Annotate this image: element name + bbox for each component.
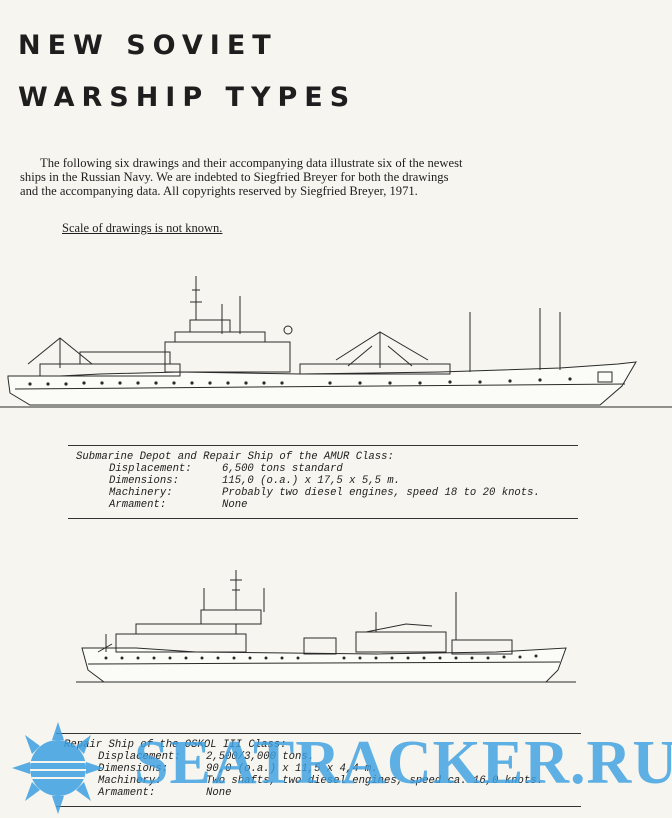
row-label: Armament: [109, 499, 167, 511]
row-value: Two shafts, two diesel engines, speed ca… [206, 775, 543, 787]
amur-data-box: Submarine Depot and Repair Ship of the A… [68, 445, 578, 519]
row-label: Machinery: [109, 487, 173, 499]
row-label: Dimensions: [109, 475, 179, 487]
row-label: Armament: [98, 787, 156, 799]
row-value: None [222, 499, 248, 511]
row-label: Machinery: [98, 775, 162, 787]
row-value: 2,500/3,000 tons. [206, 751, 315, 763]
amur-ship-drawing [0, 276, 672, 408]
page-title-line-2: WARSHIP TYPES [18, 82, 357, 113]
scale-note: Scale of drawings is not known. [62, 221, 223, 235]
row-label: Displacement: [109, 463, 192, 475]
row-value: 90,0 (o.a.) x 11,5 x 4,4 m. [206, 763, 378, 775]
watermark-text: SEATRACKER.RU [134, 729, 672, 797]
row-value: 6,500 tons standard [222, 463, 343, 475]
intro-paragraph: The following six drawings and their acc… [20, 156, 630, 198]
oskol-data-box: Repair Ship of the OSKOL III Class: Disp… [56, 733, 581, 807]
row-label: Displacement: [98, 751, 181, 763]
page-title-line-1: NEW SOVIET [18, 30, 278, 61]
ship-heading: Repair Ship of the OSKOL III Class: [64, 739, 287, 751]
row-value: Probably two diesel engines, speed 18 to… [222, 487, 540, 499]
row-label: Dimensions: [98, 763, 168, 775]
oskol-ship-drawing [76, 570, 576, 683]
ship-heading: Submarine Depot and Repair Ship of the A… [76, 451, 394, 463]
intro-line: ships in the Russian Navy. We are indebt… [20, 170, 449, 184]
intro-line: and the accompanying data. All copyright… [20, 184, 418, 198]
row-value: 115,0 (o.a.) x 17,5 x 5,5 m. [222, 475, 401, 487]
intro-line: The following six drawings and their acc… [40, 156, 463, 170]
row-value: None [206, 787, 232, 799]
